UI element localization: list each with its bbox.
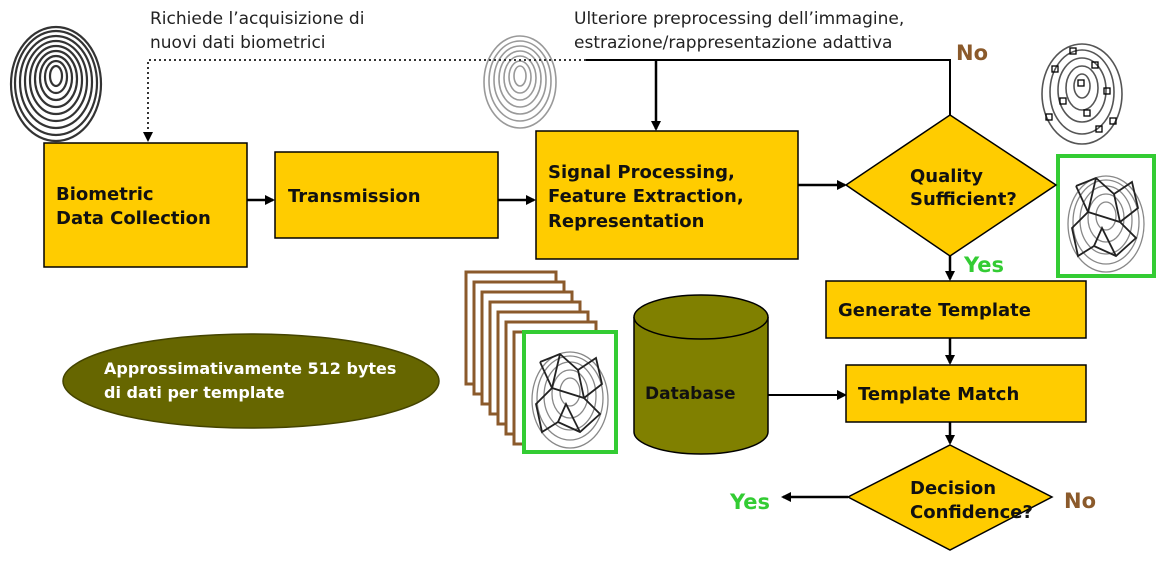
box-biometric-data-collection: Biometric Data Collection bbox=[43, 142, 248, 268]
fingerprint-image-preprocessed bbox=[483, 35, 557, 129]
template-size-line-1: Approssimativamente 512 bytes bbox=[104, 359, 396, 378]
template-card-stack bbox=[464, 270, 618, 454]
confidence-no-label: No bbox=[1064, 489, 1096, 513]
box-processing-label-2: Feature Extraction, bbox=[548, 186, 744, 207]
database-label: Database bbox=[645, 384, 735, 404]
box-processing-label-3: Representation bbox=[548, 211, 704, 232]
box-transmission: Transmission bbox=[274, 151, 499, 239]
decision-confidence: Decision Confidence? bbox=[846, 444, 1054, 551]
note-retry-line-1: Richiede l’acquisizione di bbox=[150, 9, 364, 29]
decision-quality-sufficient: Quality Sufficient? bbox=[844, 114, 1058, 257]
fingerprint-minutiae-image bbox=[1037, 30, 1127, 145]
box-generate-template: Generate Template bbox=[825, 280, 1087, 339]
database-cylinder: Database bbox=[633, 294, 769, 455]
note-preprocess-line-2: estrazione/rappresentazione adattiva bbox=[574, 33, 892, 53]
quality-label-1: Quality bbox=[910, 166, 983, 187]
box-match-label: Template Match bbox=[858, 384, 1019, 405]
template-size-ellipse: Approssimativamente 512 bytes di dati pe… bbox=[62, 333, 440, 429]
box-biometric-label-2: Data Collection bbox=[56, 208, 211, 229]
fingerprint-template-image bbox=[1056, 154, 1156, 278]
fingerprint-image-raw bbox=[6, 12, 106, 143]
note-preprocess-line-1: Ulteriore preprocessing dell’immagine, bbox=[574, 9, 904, 29]
retry-acquisition-arrow bbox=[143, 59, 586, 142]
box-signal-processing: Signal Processing, Feature Extraction, R… bbox=[535, 130, 799, 260]
confidence-label-1: Decision bbox=[910, 478, 996, 499]
quality-yes-label: Yes bbox=[963, 253, 1004, 277]
quality-no-path bbox=[586, 59, 951, 115]
box-template-match: Template Match bbox=[845, 364, 1087, 423]
box-generate-label: Generate Template bbox=[838, 300, 1031, 321]
confidence-label-2: Confidence? bbox=[910, 502, 1033, 523]
template-size-line-2: di dati per template bbox=[104, 383, 285, 402]
note-retry-line-2: nuovi dati biometrici bbox=[150, 33, 326, 53]
confidence-yes-label: Yes bbox=[729, 490, 770, 514]
box-biometric-label-1: Biometric bbox=[56, 184, 154, 205]
box-processing-label-1: Signal Processing, bbox=[548, 162, 735, 183]
quality-label-2: Sufficient? bbox=[910, 189, 1017, 210]
box-transmission-label: Transmission bbox=[288, 186, 421, 207]
quality-no-label: No bbox=[956, 41, 988, 65]
